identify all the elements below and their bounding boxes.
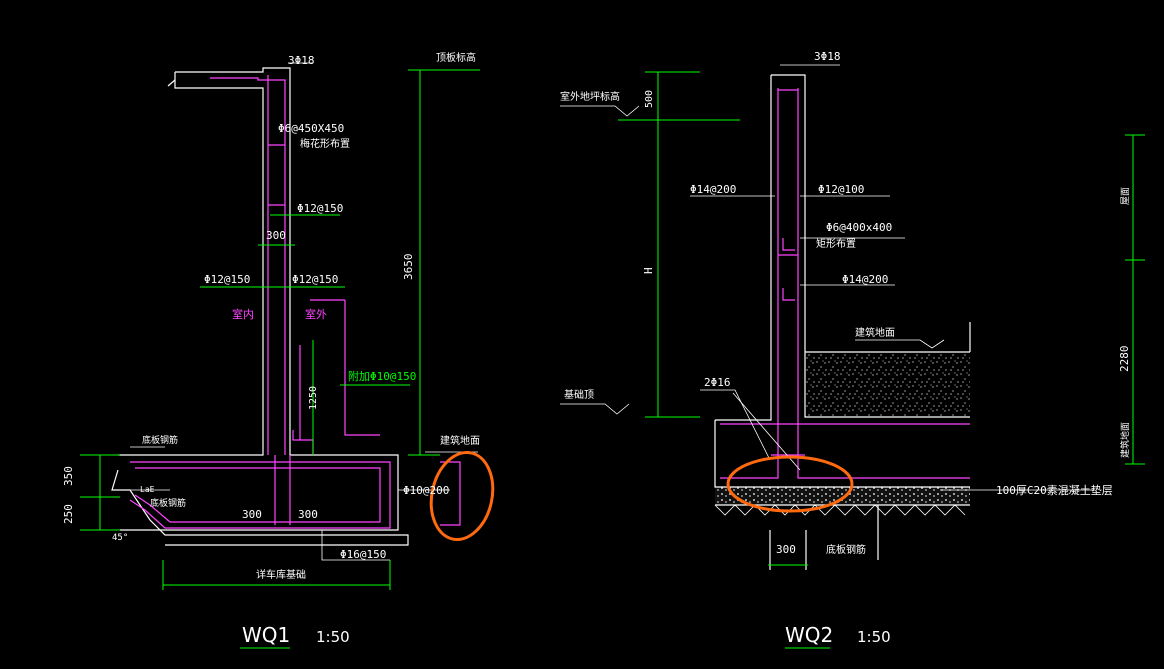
- wq2-labels: 3Φ18 室外地坪标高 500 H Φ14@200 Φ12@100 Φ6@400…: [560, 50, 1131, 556]
- wq1-angle-45: 45°: [112, 533, 128, 543]
- wq2-foundation-top: 基础顶: [564, 388, 594, 401]
- wq1-dim-300-right: 300: [298, 508, 318, 521]
- wq2-cushion-hatch: [715, 487, 970, 505]
- wq1-wall-thickness: 300: [266, 229, 286, 242]
- wq1-concrete-outline: [111, 67, 409, 546]
- wq1-indoor-label: 室内: [232, 307, 254, 321]
- wq1-dimensions: [80, 69, 480, 649]
- wq1-dim-350: 350: [62, 466, 75, 486]
- wq2-top-bar: 3Φ18: [814, 50, 841, 63]
- wq1-left-note-1: 底板钢筋: [142, 434, 178, 446]
- wq2-right-top: 屋面: [1120, 187, 1131, 205]
- wq2-dim-300: 300: [776, 543, 796, 556]
- wq1-rebar: [129, 75, 461, 529]
- wq1-title: WQ1: [242, 623, 290, 647]
- wq1-vert-bar-in-left: Φ12@150: [204, 273, 250, 286]
- wq2-cushion-label: 100厚C20素混凝土垫层: [996, 483, 1113, 497]
- wq2-right-bottom: 建筑地面: [1119, 422, 1131, 458]
- wq1-dim-height: 3650: [402, 254, 415, 281]
- wq1-labels: 3Φ18 顶板标高 Φ6@450X450 梅花形布置 Φ12@150 300 Φ…: [62, 51, 480, 581]
- wq2-mesh-note: 矩形布置: [816, 237, 856, 250]
- wq2-dimensions: [618, 71, 1145, 649]
- wq2-bar-left: Φ14@200: [690, 183, 736, 196]
- wq1-bottom-bar: Φ16@150: [340, 548, 386, 561]
- wq2-title: WQ2: [785, 623, 833, 647]
- wq2-dim-500: 500: [644, 90, 655, 108]
- wq1-left-note-2: 底板钢筋: [150, 497, 186, 509]
- wq1-dim-300-left: 300: [242, 508, 262, 521]
- wq2-ground-label: 建筑地面: [855, 326, 895, 339]
- wq2-bars-2: 2Φ16: [704, 376, 731, 389]
- wq2-bar-right-2: Φ14@200: [842, 273, 888, 286]
- wq2-rebar: [720, 88, 970, 479]
- wq2-section: 3Φ18 室外地坪标高 500 H Φ14@200 Φ12@100 Φ6@400…: [560, 50, 1145, 649]
- wq2-scale: 1:50: [857, 628, 891, 646]
- wq1-vert-bar-in-right: Φ12@150: [292, 273, 338, 286]
- wq1-roof-level: 顶板标高: [436, 51, 476, 64]
- wq1-vert-bar-out: Φ12@150: [297, 202, 343, 215]
- wq1-lae-note: LaE: [140, 485, 155, 494]
- wq1-highlight-circle: [429, 451, 495, 541]
- wq1-bottom-note: 详车库基础: [256, 568, 306, 581]
- wq1-top-bar: 3Φ18: [288, 54, 315, 67]
- wq2-slab-note: 底板钢筋: [826, 543, 866, 556]
- wq2-right-dim: 2280: [1118, 346, 1131, 373]
- wq2-fill-hatch: [805, 352, 970, 417]
- wq2-bar-right: Φ12@100: [818, 183, 864, 196]
- wq2-dim-h: H: [642, 267, 655, 274]
- wq1-outdoor-label: 室外: [305, 307, 327, 321]
- wq1-dim-250: 250: [62, 504, 75, 524]
- wq2-leaders: [560, 64, 1095, 491]
- wq2-outdoor-grade: 室外地坪标高: [560, 90, 620, 103]
- wq1-dim-1250: 1250: [308, 386, 319, 410]
- wq1-mesh-note: 梅花形布置: [300, 137, 350, 150]
- wq1-scale: 1:50: [316, 628, 350, 646]
- wq2-highlight-circle: [726, 455, 854, 513]
- wq1-ground-label: 建筑地面: [440, 434, 480, 447]
- wq1-stirrup-label: 附加Φ10@150: [348, 369, 416, 383]
- wq1-mesh-spec: Φ6@450X450: [278, 122, 344, 135]
- wq2-concrete-outline: [714, 74, 971, 570]
- wq1-slab-bar: Φ10@200: [403, 484, 449, 497]
- wq2-mesh-spec: Φ6@400x400: [826, 221, 892, 234]
- wq1-section: 3Φ18 顶板标高 Φ6@450X450 梅花形布置 Φ12@150 300 Φ…: [62, 51, 495, 649]
